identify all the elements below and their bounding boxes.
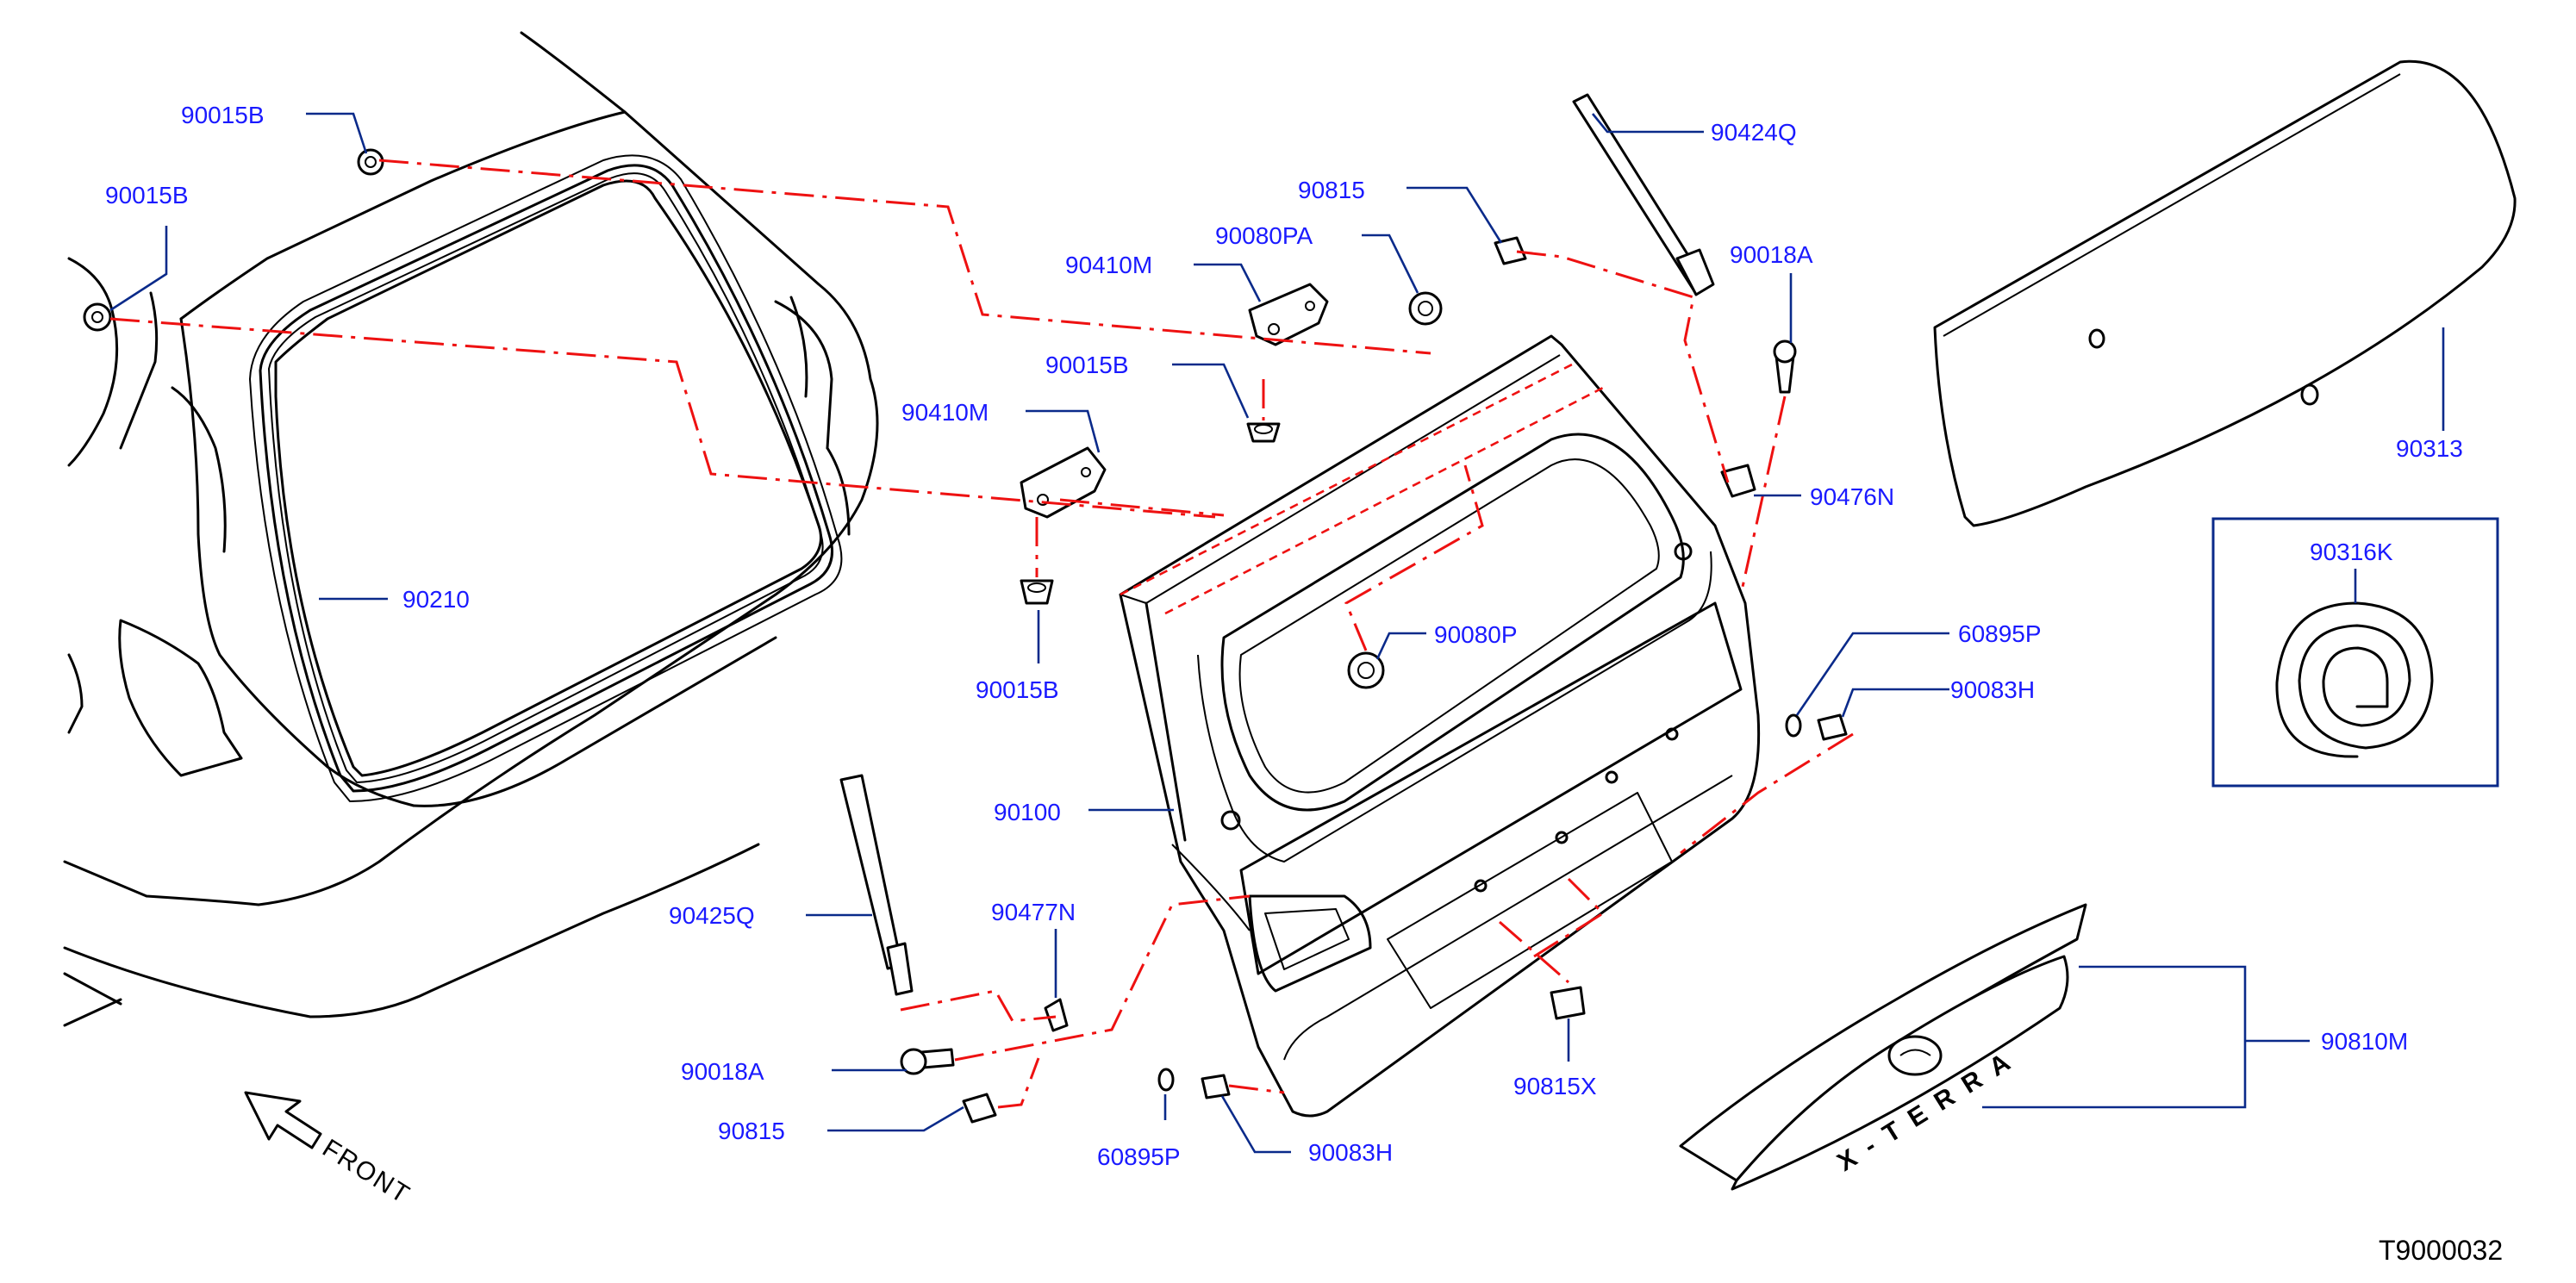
diagram-code: T9000032 xyxy=(2379,1235,2503,1266)
finisher-90810M: X-TERRA xyxy=(1679,903,2087,1191)
label-90425q: 90425Q xyxy=(669,902,755,929)
label-90210: 90210 xyxy=(402,586,470,613)
label-90410m-upper: 90410M xyxy=(1065,252,1152,278)
label-90410m-lower: 90410M xyxy=(901,399,989,426)
label-90477n: 90477N xyxy=(991,899,1076,925)
label-90018a-lower: 90018A xyxy=(681,1058,764,1085)
label-90313: 90313 xyxy=(2396,435,2463,462)
vehicle-body-outline xyxy=(63,31,879,1027)
label-90316k: 90316K xyxy=(2310,539,2393,565)
label-90080p: 90080P xyxy=(1434,621,1518,648)
front-label: FRONT xyxy=(317,1134,415,1210)
label-90815x: 90815X xyxy=(1513,1073,1597,1099)
label-90100: 90100 xyxy=(994,799,1061,825)
front-direction-arrow: FRONT xyxy=(244,1091,415,1210)
assembly-lines xyxy=(109,159,1854,1109)
label-90424q: 90424Q xyxy=(1711,119,1797,146)
leader-lines xyxy=(109,112,2445,1154)
label-90018a-upper: 90018A xyxy=(1730,241,1813,268)
label-90015b-upper: 90015B xyxy=(1045,352,1129,378)
kit-box-90316K xyxy=(2211,517,2499,788)
weatherstrip-90210 xyxy=(249,154,843,802)
label-90810m: 90810M xyxy=(2321,1028,2408,1055)
spoiler-90313 xyxy=(1933,59,2517,527)
label-90815-lower: 90815 xyxy=(718,1118,785,1144)
label-90083h-upper: 90083H xyxy=(1950,676,2035,703)
label-90080pa: 90080PA xyxy=(1215,222,1313,249)
back-door-90100 xyxy=(1119,334,1761,1118)
label-90815-upper: 90815 xyxy=(1298,177,1365,203)
label-90083h-lower: 90083H xyxy=(1308,1139,1393,1166)
fasteners xyxy=(83,93,1848,1124)
label-90015b-top: 90015B xyxy=(181,102,265,128)
part-labels: 90015B 90015B 90210 90410M 90080PA 90015… xyxy=(105,102,2463,1170)
label-90015b-left: 90015B xyxy=(105,182,189,209)
label-60895p-lower: 60895P xyxy=(1097,1143,1181,1170)
label-90015b-lower: 90015B xyxy=(976,676,1059,703)
label-90476n: 90476N xyxy=(1810,483,1894,510)
label-60895p-upper: 60895P xyxy=(1958,620,2042,647)
